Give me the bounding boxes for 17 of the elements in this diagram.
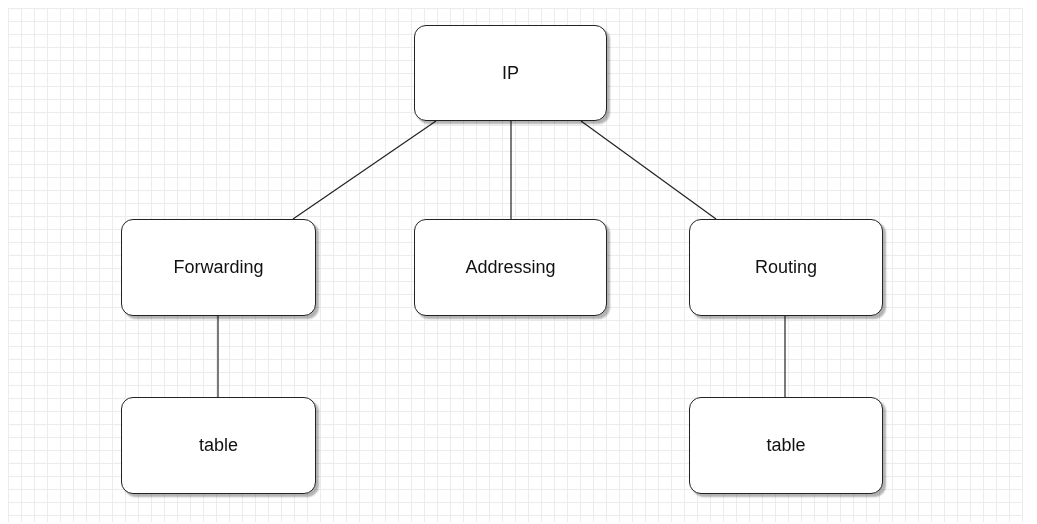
connector-line xyxy=(580,120,717,220)
connector-line xyxy=(784,315,786,398)
process-box xyxy=(414,219,607,316)
process-box xyxy=(689,219,883,316)
box-label: Addressing xyxy=(465,256,556,279)
box-label: Routing xyxy=(754,256,817,279)
box-label: IP xyxy=(502,61,519,85)
connector-line xyxy=(510,120,512,220)
process-box xyxy=(414,25,607,121)
box-label: Forwarding xyxy=(173,256,264,279)
process-box xyxy=(121,397,316,494)
process-box xyxy=(121,219,316,316)
connector-line xyxy=(292,120,437,220)
connector-line xyxy=(217,315,219,398)
box-label: table xyxy=(766,434,806,457)
process-box xyxy=(689,397,883,494)
box-label: table xyxy=(198,434,238,457)
